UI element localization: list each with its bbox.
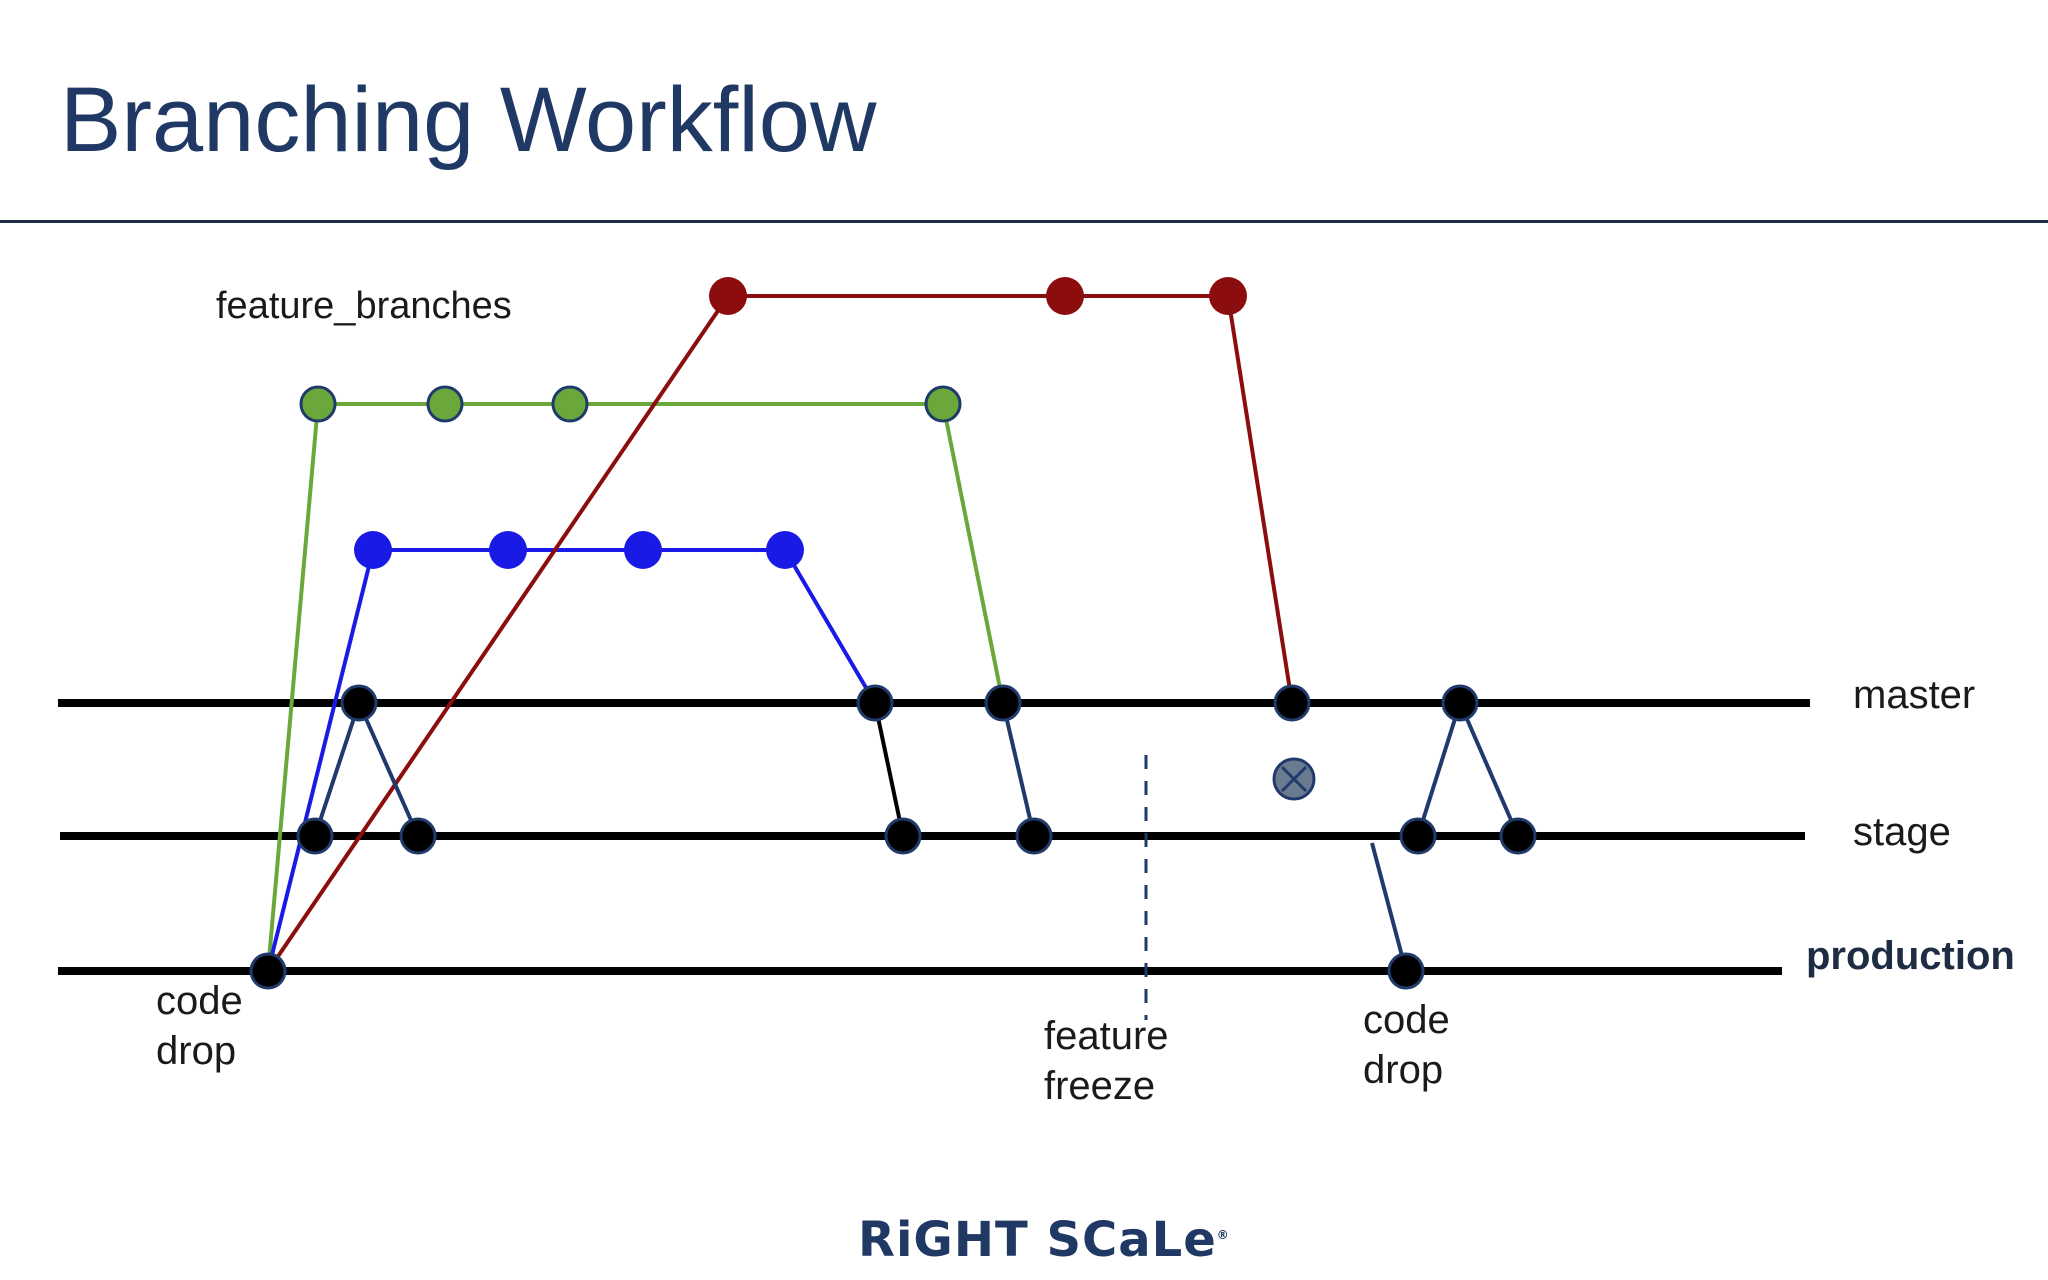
commit-node <box>1015 817 1053 855</box>
slide-title: Branching Workflow <box>60 69 877 171</box>
commit-node <box>884 817 922 855</box>
registered-mark: ® <box>1216 1228 1230 1242</box>
stage-commits <box>296 817 1537 855</box>
code-drop-right-line1: code <box>1363 998 1450 1042</box>
rightscale-logo: RiGHT SCaLe® <box>858 1212 1230 1268</box>
blue-feature-branch <box>266 548 877 972</box>
commit-node <box>1046 277 1084 315</box>
commit-node <box>1273 684 1311 722</box>
commit-node <box>924 385 962 423</box>
feature-freeze-line1: feature <box>1044 1014 1169 1058</box>
commit-node <box>984 684 1022 722</box>
production-commits <box>249 952 1425 990</box>
feature-branches-label: feature_branches <box>216 285 512 327</box>
commit-node <box>624 531 662 569</box>
red-commits <box>709 277 1247 315</box>
code-drop-right-line2: drop <box>1363 1048 1443 1092</box>
code-drop-left-line1: code <box>156 979 243 1023</box>
commit-node <box>296 817 334 855</box>
master-commits <box>340 684 1479 722</box>
commit-node <box>766 531 804 569</box>
title-divider <box>0 220 2048 223</box>
merge-connectors <box>313 702 1520 972</box>
green-commits <box>299 385 962 423</box>
circled-x-icon <box>1272 757 1316 801</box>
commit-node <box>709 277 747 315</box>
commit-node <box>1441 684 1479 722</box>
commit-node <box>249 952 287 990</box>
red-feature-branch <box>266 294 1294 973</box>
commit-node <box>340 684 378 722</box>
commit-node <box>1499 817 1537 855</box>
commit-node <box>1399 817 1437 855</box>
commit-node <box>551 385 589 423</box>
commit-node <box>299 385 337 423</box>
commit-node <box>856 684 894 722</box>
green-feature-branch <box>266 402 1005 972</box>
commit-node <box>399 817 437 855</box>
blue-commits <box>354 531 804 569</box>
code-drop-left-line2: drop <box>156 1029 236 1073</box>
production-label: production <box>1806 934 2015 978</box>
commit-node <box>426 385 464 423</box>
commit-node <box>1209 277 1247 315</box>
logo-text: RiGHT SCaLe <box>858 1212 1217 1268</box>
commit-node <box>489 531 527 569</box>
master-label: master <box>1853 673 1975 717</box>
stage-label: stage <box>1853 810 1951 854</box>
commit-node <box>354 531 392 569</box>
feature-freeze-line2: freeze <box>1044 1064 1155 1108</box>
commit-node <box>1387 952 1425 990</box>
